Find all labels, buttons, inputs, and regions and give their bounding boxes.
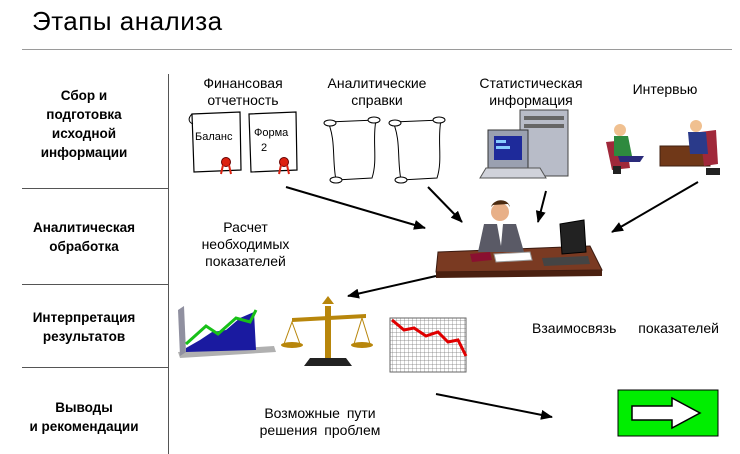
row-divider-3 — [22, 367, 168, 368]
form-document-icon: Форма 2 — [248, 111, 298, 175]
balance-label: Баланс — [195, 131, 233, 143]
green-arrow-box-icon — [617, 389, 719, 437]
arrow-analytic — [427, 186, 463, 223]
row-divider-1 — [22, 188, 168, 189]
growth-chart-icon — [178, 306, 276, 358]
balance-document-icon: Баланс — [188, 111, 242, 175]
form-label-1: Форма — [254, 127, 289, 139]
label-relation: Взаимосвязь показателей — [532, 320, 719, 336]
arrow-to-result — [435, 393, 553, 420]
computer-icon — [479, 109, 569, 179]
scroll-icon-2 — [388, 116, 446, 184]
title-underline — [22, 49, 732, 50]
label-interview: Интервью — [632, 81, 698, 97]
arrow-to-scales — [347, 275, 437, 299]
arrow-financial — [285, 186, 426, 230]
row-divider-2 — [22, 284, 168, 285]
page-title: Этапы анализа — [32, 6, 223, 36]
form-label-2: 2 — [261, 142, 267, 154]
scroll-icon-1 — [323, 116, 381, 184]
column-divider — [168, 74, 169, 454]
arrow-interview — [611, 181, 699, 233]
falling-chart-icon — [389, 317, 468, 373]
interview-icon — [606, 120, 720, 175]
scales-icon — [281, 296, 373, 366]
analyst-desk-icon — [435, 200, 603, 278]
arrow-statistic — [535, 190, 547, 223]
